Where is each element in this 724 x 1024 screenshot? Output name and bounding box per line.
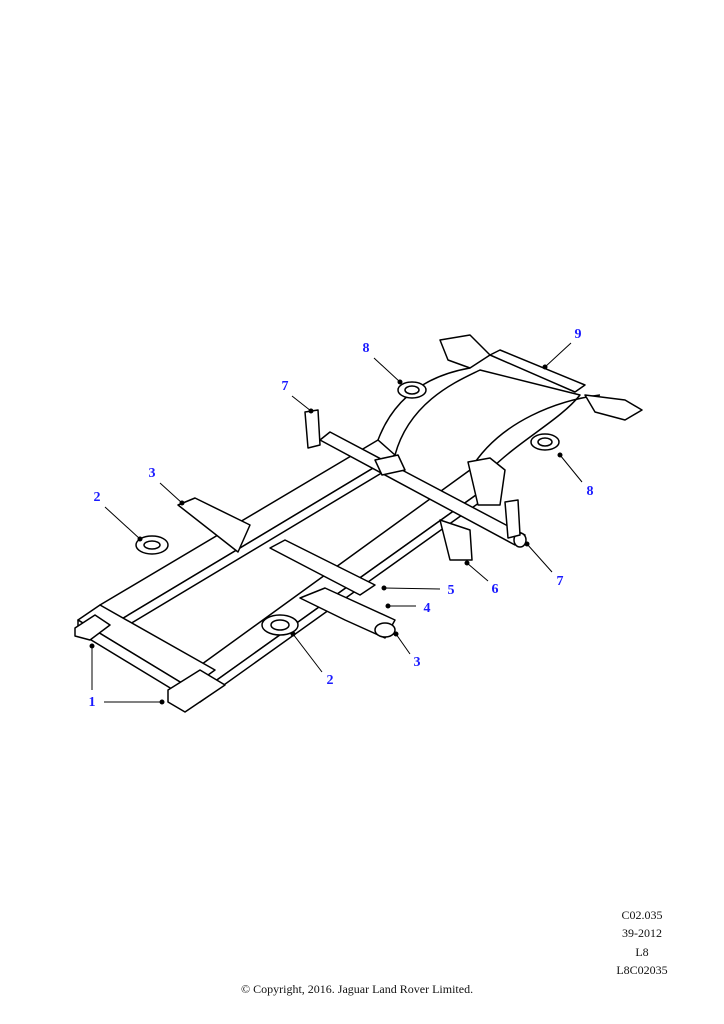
leader-lines: [89, 342, 583, 705]
illustration-id: L8C02035: [616, 963, 668, 977]
callout-7-right[interactable]: 7: [556, 574, 564, 589]
callout-8-right[interactable]: 8: [586, 484, 594, 499]
callout-2-right[interactable]: 2: [326, 673, 334, 688]
callout-5[interactable]: 5: [447, 583, 455, 598]
callout-3-left[interactable]: 3: [148, 466, 156, 481]
copyright-notice: © Copyright, 2016. Jaguar Land Rover Lim…: [241, 982, 474, 996]
callout-8-left[interactable]: 8: [362, 341, 370, 356]
callout-9[interactable]: 9: [574, 327, 582, 342]
callout-1[interactable]: 1: [88, 695, 96, 710]
diagram-code: C02.035: [621, 908, 663, 922]
diagram-date: 39-2012: [622, 926, 662, 940]
callout-7-left[interactable]: 7: [281, 379, 289, 394]
chassis-frame: [74, 334, 643, 713]
callout-4[interactable]: 4: [423, 601, 431, 616]
callout-2-left[interactable]: 2: [93, 490, 101, 505]
callout-6[interactable]: 6: [491, 582, 499, 597]
callout-3-right[interactable]: 3: [413, 655, 421, 670]
model-code: L8: [635, 945, 649, 959]
